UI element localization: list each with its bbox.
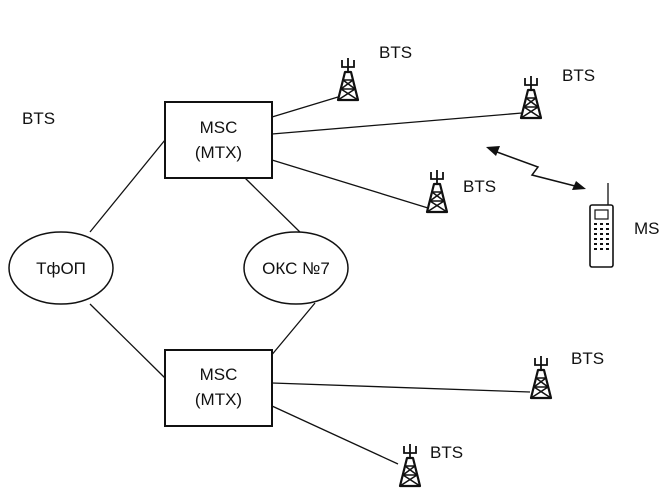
ms-label: MS — [634, 219, 660, 238]
radio-link-icon — [486, 146, 586, 190]
msc-bottom-sublabel: (MTX) — [195, 390, 242, 409]
link-msc-top-to-bts-3 — [271, 159, 429, 209]
msc-top-frame — [164, 101, 273, 179]
msc-top-sublabel: (MTX) — [195, 143, 242, 162]
link-msc-top-to-bts-2 — [271, 112, 523, 135]
ss7-ellipse — [243, 231, 349, 305]
bts-label-2: BTS — [562, 66, 595, 85]
ss7-node: ОКС №7 — [243, 231, 349, 305]
link-msc-bottom-to-bts-5 — [271, 382, 531, 393]
link-ss7-to-msc-bottom — [269, 302, 316, 358]
bts-label-1: BTS — [379, 43, 412, 62]
link-msc-top-to-ss7 — [244, 177, 306, 238]
msc-bottom-frame — [164, 349, 273, 427]
msc-bottom-box: MSC (MTX) — [164, 349, 273, 427]
bts-label-6: BTS — [430, 443, 463, 462]
link-pstn-to-msc-bottom — [89, 303, 166, 379]
link-msc-top-to-bts-1 — [271, 96, 339, 118]
msc-top-box: MSC (MTX) — [164, 101, 273, 179]
link-msc-bottom-to-bts-6 — [271, 405, 399, 465]
mobile-phone-icon — [589, 183, 614, 268]
msc-bottom-label: MSC — [200, 365, 238, 384]
bts-tower-6 — [398, 442, 422, 488]
bts-label-standalone: BTS — [22, 109, 55, 128]
bts-tower-2 — [519, 74, 543, 120]
ss7-label: ОКС №7 — [262, 259, 330, 278]
bts-tower-1 — [336, 56, 360, 102]
bts-tower-3 — [425, 168, 449, 214]
bts-label-3: BTS — [463, 177, 496, 196]
bts-tower-5 — [529, 354, 553, 400]
connection-lines — [89, 96, 531, 465]
msc-top-label: MSC — [200, 118, 238, 137]
pstn-label: ТфОП — [36, 259, 86, 278]
pstn-node: ТфОП — [8, 231, 114, 305]
link-msc-top-to-pstn — [89, 139, 166, 233]
bts-label-5: BTS — [571, 349, 604, 368]
pstn-ellipse — [8, 231, 114, 305]
